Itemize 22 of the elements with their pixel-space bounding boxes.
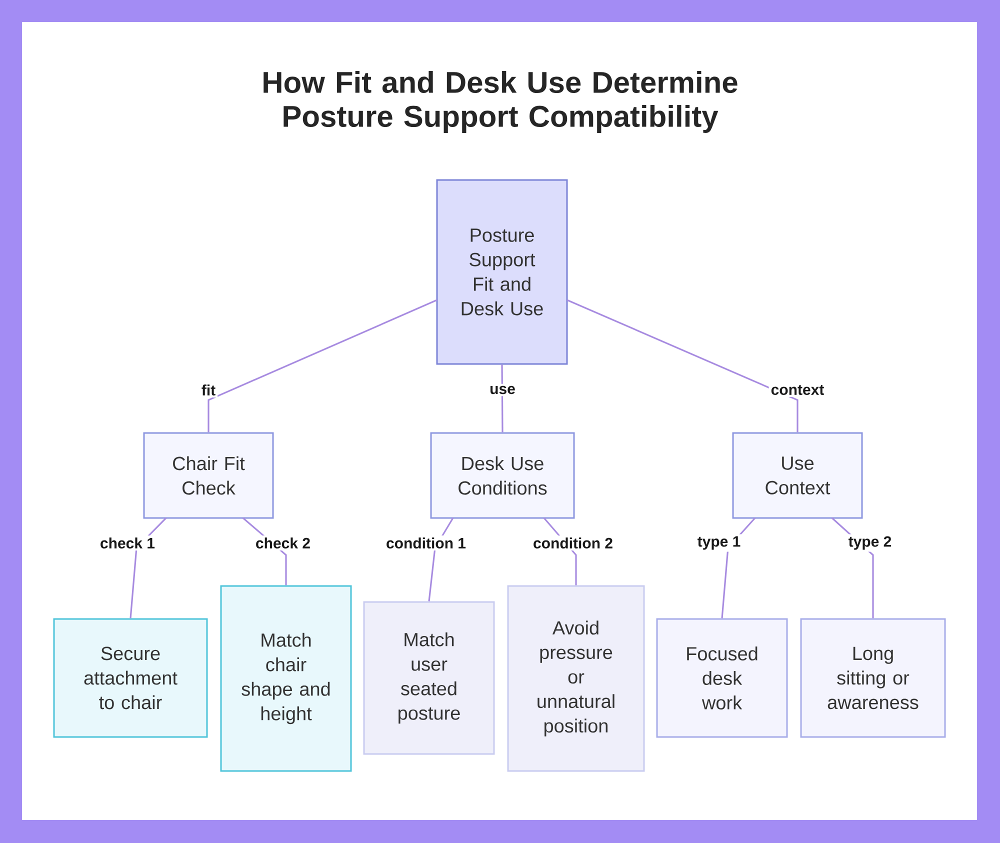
process-box: Desk Use Conditions [430, 432, 575, 519]
edge-label: context [768, 383, 826, 397]
process-box: Match user seated posture [363, 601, 495, 755]
edge-label: condition 1 [384, 536, 468, 551]
process-box: Long sitting or awareness [800, 618, 946, 738]
process-box: Avoid pressure or unnatural position [507, 585, 645, 772]
connector-line [208, 299, 438, 432]
connector-line [566, 299, 798, 432]
edge-label: type 2 [846, 534, 894, 552]
edge-label: type 1 [695, 534, 743, 552]
edge-label: use [488, 384, 518, 396]
process-box: Focused desk work [656, 618, 788, 738]
process-box: Secure attachment to chair [53, 618, 208, 738]
process-box: Match chair shape and height [220, 585, 352, 772]
process-box: Posture Support Fit and Desk Use [436, 179, 568, 365]
process-box: Use Context [732, 432, 863, 519]
process-box: Chair Fit Check [143, 432, 274, 519]
title: How Fit and Desk Use Determine Posture Support Compatibility [264, 71, 738, 133]
edge-label: check 2 [253, 536, 313, 551]
edge-label: condition 2 [531, 536, 615, 551]
edge-label: fit [199, 382, 218, 398]
edge-label: check 1 [98, 536, 158, 551]
